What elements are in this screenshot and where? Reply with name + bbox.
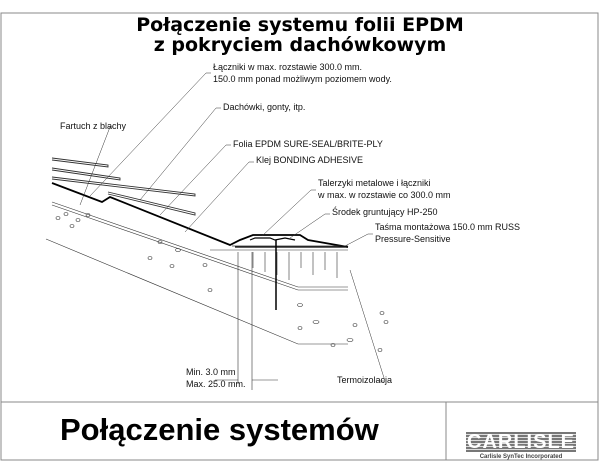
- deck-lower-edge: [45, 238, 348, 345]
- footer-title: Połączenie systemów: [60, 412, 379, 447]
- deck-upper-edge: [51, 204, 348, 291]
- roof-tiles: [51, 157, 196, 216]
- label-plates: Talerzyki metalowe i łączniki w max. w ro…: [318, 177, 451, 201]
- carlisle-logo: CARLISLE: [466, 431, 576, 453]
- label-plates-line2: w max. w rozstawie co 300.0 mm: [318, 190, 451, 200]
- label-membrane: Folia EPDM SURE-SEAL/BRITE-PLY: [233, 139, 383, 149]
- plate: [249, 237, 296, 241]
- concrete-aggregate: [55, 212, 389, 352]
- label-tape: Taśma montażowa 150.0 mm RUSS Pressure-Se…: [375, 221, 520, 245]
- leader-lines: [79, 72, 386, 382]
- insulation-hatch: [252, 252, 338, 280]
- drawing-title-line2: z pokryciem dachówkowym: [153, 34, 447, 56]
- label-insulation: Termoizolacja: [337, 375, 393, 385]
- label-primer: Środek gruntujący HP-250: [332, 207, 438, 217]
- drawing-title-line1: Połączenie systemu folii EPDM: [136, 14, 464, 36]
- label-gap-max: Max. 25.0 mm.: [186, 379, 246, 389]
- label-gap-min: Min. 3.0 mm: [186, 367, 236, 377]
- label-fasteners-line2: 150.0 mm ponad możliwym poziomem wody.: [213, 74, 392, 84]
- label-plates-line1: Talerzyki metalowe i łączniki: [318, 178, 431, 188]
- label-adhesive: Klej BONDING ADHESIVE: [256, 155, 364, 165]
- company-name: Carlisle SynTec Incorporated: [479, 454, 563, 460]
- label-fasteners-line1: Łączniki w max. rozstawie 300.0 mm.: [213, 62, 363, 72]
- epdm-membrane: [51, 182, 349, 248]
- label-gap: Min. 3.0 mm Max. 25.0 mm.: [186, 366, 246, 390]
- label-fasteners: Łączniki w max. rozstawie 300.0 mm. 150.0…: [213, 61, 392, 85]
- drawing-frame: [0, 12, 599, 461]
- label-tape-line2: Pressure-Sensitive: [375, 234, 451, 244]
- label-apron: Fartuch z blachy: [60, 121, 127, 131]
- label-tiles: Dachówki, gonty, itp.: [223, 102, 306, 112]
- label-tape-line1: Taśma montażowa 150.0 mm RUSS: [375, 222, 521, 232]
